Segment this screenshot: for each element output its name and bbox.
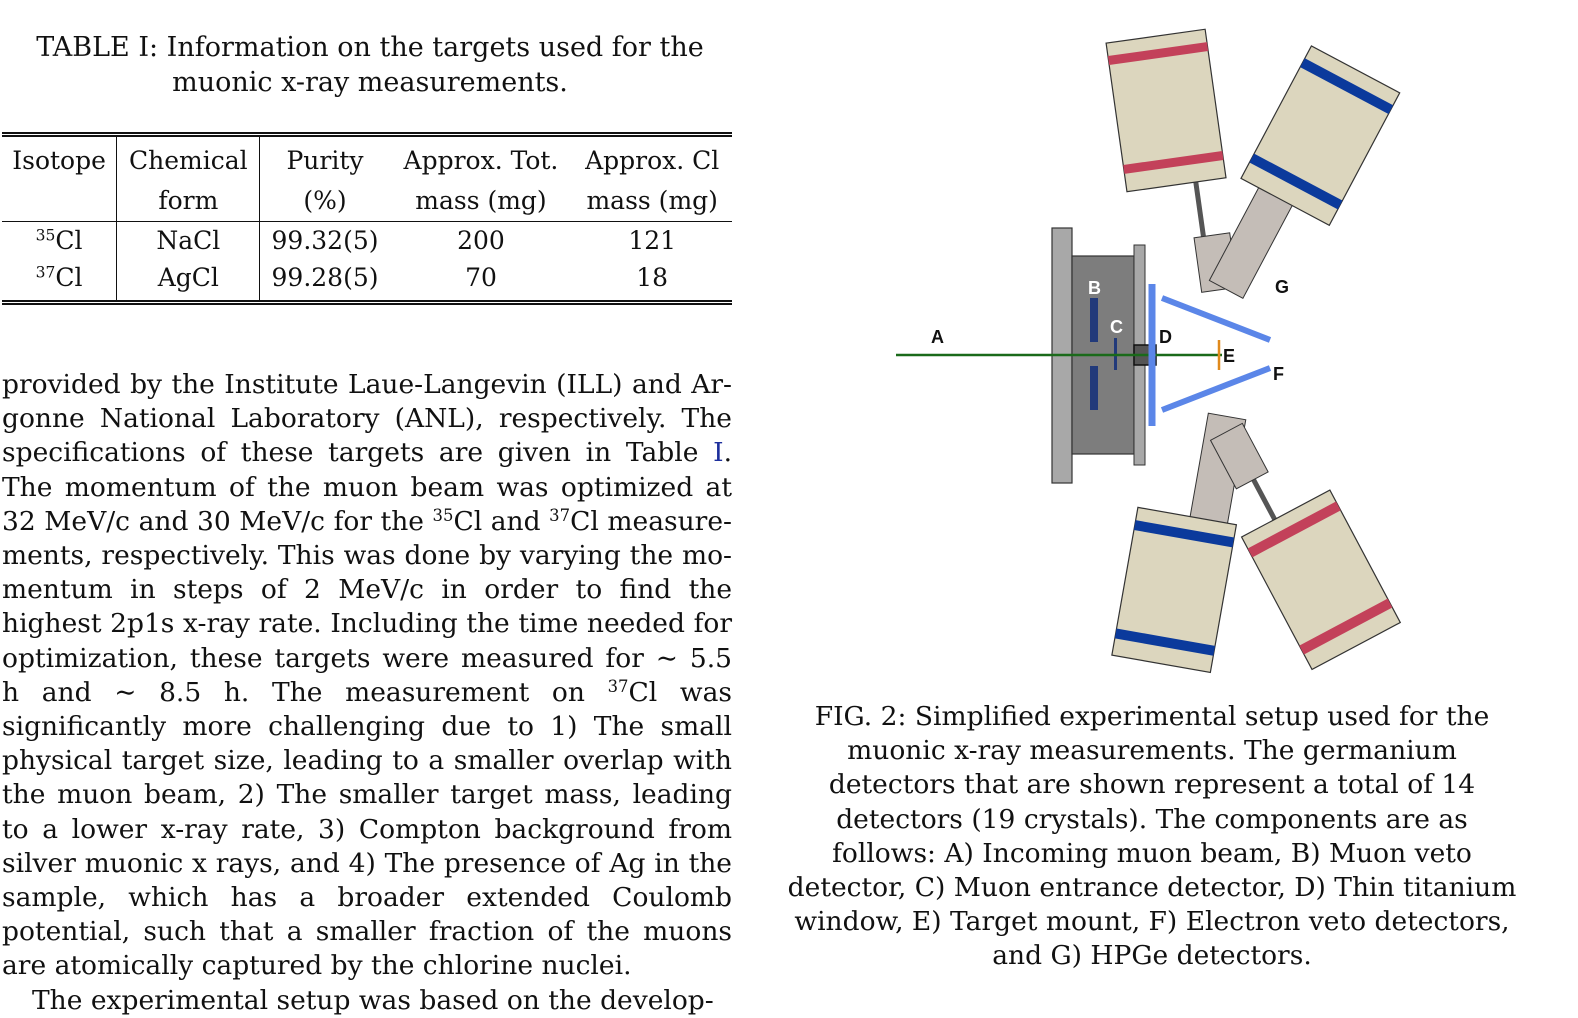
- detector-stem: [1193, 181, 1207, 242]
- targets-table: Isotope Chemical Purity Approx. Tot. App…: [2, 132, 732, 305]
- table-reference-link[interactable]: I: [713, 437, 724, 469]
- detector-band: [1123, 151, 1224, 174]
- text-run: Cl and: [453, 505, 550, 537]
- cell-total-mass: 70: [465, 263, 497, 292]
- figure-setup-diagram: A B C D E F G: [880, 20, 1410, 680]
- label-c: C: [1110, 317, 1123, 337]
- cold-finger: [1209, 422, 1269, 490]
- superscript: 37: [549, 505, 571, 525]
- cell-isotope: 37Cl: [2, 259, 118, 303]
- mass-number: 37: [35, 263, 56, 282]
- cell-purity: 99.28(5): [271, 263, 379, 292]
- paragraph: The experimental setup was based on the …: [32, 984, 714, 1016]
- table-row: 37Cl AgCl 99.28(5) 70 18: [2, 259, 732, 303]
- cell-total-mass: 200: [457, 226, 505, 255]
- cell-isotope: 35Cl: [2, 221, 118, 259]
- element: Cl: [55, 263, 83, 292]
- detector-band: [1249, 153, 1343, 210]
- label-e: E: [1223, 346, 1235, 366]
- cell-form: NaCl: [116, 221, 261, 259]
- header-chemical-form-2: form: [116, 177, 261, 222]
- text-run: provided by the Institute Laue-Langevin …: [2, 369, 732, 469]
- text-run: Cl was significantly more chal­lenging d…: [2, 676, 732, 982]
- table-row: 35Cl NaCl 99.32(5) 200 121: [2, 221, 732, 259]
- superscript: 37: [607, 676, 629, 696]
- muon-veto-lower: [1090, 366, 1098, 410]
- table-caption: TABLE I: Information on the targets used…: [36, 32, 704, 98]
- body-text: provided by the Institute Laue-Langevin …: [2, 368, 732, 1018]
- detector-band: [1114, 628, 1216, 656]
- header-total-mass-1: Approx. Tot.: [403, 146, 559, 175]
- hpge-detector-bottom: [1111, 412, 1247, 674]
- hpge-detector-bottom-right: [1209, 422, 1402, 671]
- header-isotope: Isotope: [2, 134, 118, 177]
- header-purity-2: (%): [259, 177, 390, 222]
- header-isotope-2: [2, 177, 118, 222]
- label-b: B: [1088, 278, 1101, 298]
- figure-caption: FIG. 2: Simplified experimental setup us…: [787, 701, 1517, 972]
- electron-veto-lower: [1160, 365, 1272, 413]
- header-cl-mass-2: mass (mg): [572, 177, 732, 222]
- table-header-row-2: form (%) mass (mg) mass (mg): [2, 177, 732, 222]
- text-run: . The momentum of the muon beam was opti…: [2, 437, 732, 537]
- muon-veto-upper: [1090, 298, 1098, 342]
- electron-veto-upper: [1160, 295, 1272, 343]
- hpge-detector-top: [1105, 28, 1238, 293]
- detector-body: [1105, 28, 1227, 193]
- header-purity-1: Purity: [286, 146, 364, 175]
- paragraph: provided by the Institute Laue-Langevin …: [2, 368, 732, 984]
- cell-form: AgCl: [116, 259, 261, 303]
- cell-cl-mass: 121: [628, 226, 677, 255]
- header-chemical-form-1: Chemical: [116, 134, 261, 177]
- hpge-detector-top-right: [1208, 45, 1401, 299]
- header-total-mass-2: mass (mg): [389, 177, 573, 222]
- cell-purity: 99.32(5): [271, 226, 379, 255]
- label-a: A: [931, 327, 944, 347]
- table-header-row: Isotope Chemical Purity Approx. Tot. App…: [2, 134, 732, 177]
- text-run: Cl measure­ments, respectively. This was…: [2, 505, 732, 708]
- detector-band: [1300, 58, 1394, 115]
- header-cl-mass-1: Approx. Cl: [585, 146, 720, 175]
- superscript: 35: [432, 505, 454, 525]
- label-g: G: [1275, 277, 1289, 297]
- detector-band: [1133, 520, 1235, 548]
- label-f: F: [1273, 364, 1284, 384]
- label-d: D: [1159, 327, 1172, 347]
- element: Cl: [55, 226, 83, 255]
- mass-number: 35: [35, 226, 56, 245]
- detector-band: [1247, 501, 1341, 558]
- detector-body: [1111, 506, 1238, 674]
- detector-band: [1107, 42, 1209, 65]
- detector-band: [1299, 598, 1393, 655]
- detector-stem: [1249, 474, 1282, 530]
- setup-diagram-svg: A B C D E F G: [896, 28, 1402, 674]
- cell-cl-mass: 18: [636, 263, 669, 292]
